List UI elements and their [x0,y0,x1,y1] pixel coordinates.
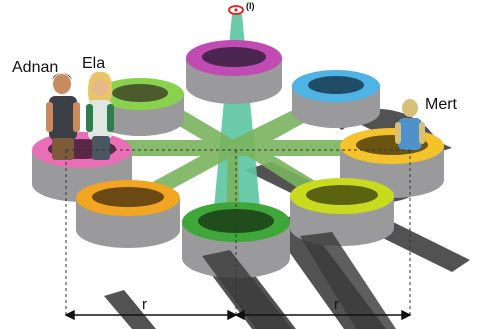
seat-lower-left [76,180,180,248]
person-adnan [46,73,80,160]
seat-lower-right [290,178,394,246]
radius-label-right: r [334,296,339,313]
radius-label-left: r [142,296,147,313]
label-adnan: Adnan [12,59,59,76]
label-mert: Mert [425,96,457,113]
radius-arrow-left [64,309,238,321]
guide-lines [65,149,411,318]
person-ela [86,71,114,160]
foreground-shadow [202,232,396,329]
seat-bottom [182,202,290,278]
radius-arrow-right [234,309,412,321]
person-mert [395,99,425,150]
seat-top-left [96,78,184,136]
seat-top-right [292,70,380,128]
seat-top [186,40,282,104]
top-marker-label: (I) [246,1,255,11]
label-ela: Ela [82,55,106,72]
top-marker-icon [228,5,244,15]
